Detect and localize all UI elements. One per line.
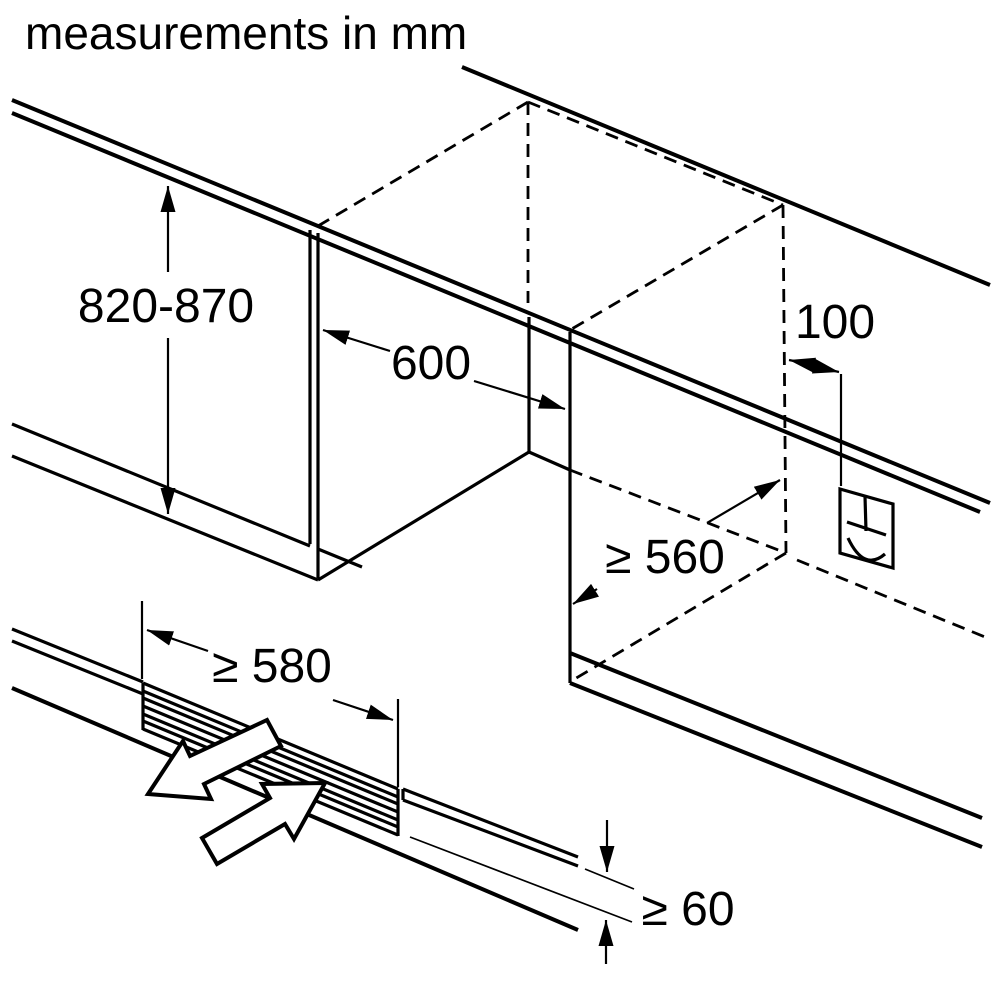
dim-niche-depth: ≥ 560 — [572, 479, 781, 605]
diagram-title: measurements in mm — [25, 7, 467, 59]
worktop-front-bottom-edge — [11, 111, 981, 514]
left-cabinet — [11, 230, 363, 582]
plinth-board-right-top-edge — [402, 787, 579, 859]
niche-top-left-depth-edge — [317, 100, 529, 228]
right-cabinet-plinth-bottom-edge — [569, 681, 983, 849]
socket-offset-label: 100 — [795, 296, 875, 349]
dim-niche-width: 600 — [322, 328, 566, 411]
plinth-board-left-bottom-edge — [11, 639, 144, 696]
niche-width-label: 600 — [391, 337, 471, 390]
niche-floor-back-edge-visible — [528, 450, 571, 472]
plinth-board-left-top-edge — [11, 627, 144, 684]
plinth-cutout-width-label: ≥ 580 — [212, 640, 332, 693]
removal-direction-out-arrow — [144, 717, 284, 802]
worktop-front-top-edge — [11, 98, 991, 505]
niche-dashed-outline — [317, 100, 986, 682]
cutout-width-arrow-right — [332, 698, 394, 722]
plinth-board-right-bottom-edge — [402, 798, 579, 868]
wall-floor-line-hidden — [796, 558, 986, 639]
right-cabinet-plinth-top-edge — [569, 651, 983, 820]
plinth-clearance-label: ≥ 60 — [641, 883, 734, 936]
socket-stem — [863, 495, 868, 532]
socket-outline — [838, 486, 895, 571]
niche-top-back-edge — [527, 100, 784, 207]
niche-floor-back-edge-hidden — [569, 468, 787, 555]
cutout-width-arrow-left — [146, 628, 209, 653]
cutout-strip-line — [142, 712, 399, 822]
worktop — [11, 98, 991, 514]
removal-direction-in-arrow — [199, 780, 329, 867]
socket-offset-arrow-left — [788, 357, 816, 373]
left-cabinet-bottom-edge — [11, 422, 311, 548]
socket-offset-arrow-right — [811, 358, 840, 374]
clearance-lower-reference-line — [409, 836, 633, 923]
niche-width-arrow-left — [322, 328, 391, 353]
cutout-strip-line — [142, 719, 399, 829]
plinth-detail: ≥ 580 ≥ 60 — [11, 601, 735, 964]
right-cabinet — [568, 332, 983, 849]
niche-height-label: 820-870 — [78, 280, 254, 333]
wall-line — [461, 65, 991, 287]
niche-depth-arrow-front — [572, 583, 600, 605]
dim-cutout-width: ≥ 580 — [140, 601, 400, 787]
niche-width-arrow-right — [473, 379, 566, 411]
clearance-upper-tick-line — [584, 868, 635, 890]
dim-clearance-height: ≥ 60 — [598, 820, 735, 964]
dim-socket-offset: 100 — [788, 296, 875, 486]
dim-niche-height: 820-870 — [78, 186, 254, 514]
cutout-strip-line — [142, 704, 399, 814]
wall-top-edge — [461, 65, 991, 287]
niche-back-right-edge — [781, 204, 788, 554]
left-cabinet-floor-line — [11, 454, 319, 582]
niche-depth-label: ≥ 560 — [605, 531, 725, 584]
niche-interior — [317, 317, 571, 582]
niche-floor-left-depth-edge — [317, 450, 530, 582]
niche-depth-arrow-back — [706, 479, 781, 524]
socket-bar — [846, 520, 887, 537]
left-cabinet-plinth-line — [317, 547, 363, 569]
socket-arc — [846, 537, 887, 562]
niche-top-right-depth-edge — [569, 203, 784, 332]
power-socket-icon — [838, 486, 895, 571]
